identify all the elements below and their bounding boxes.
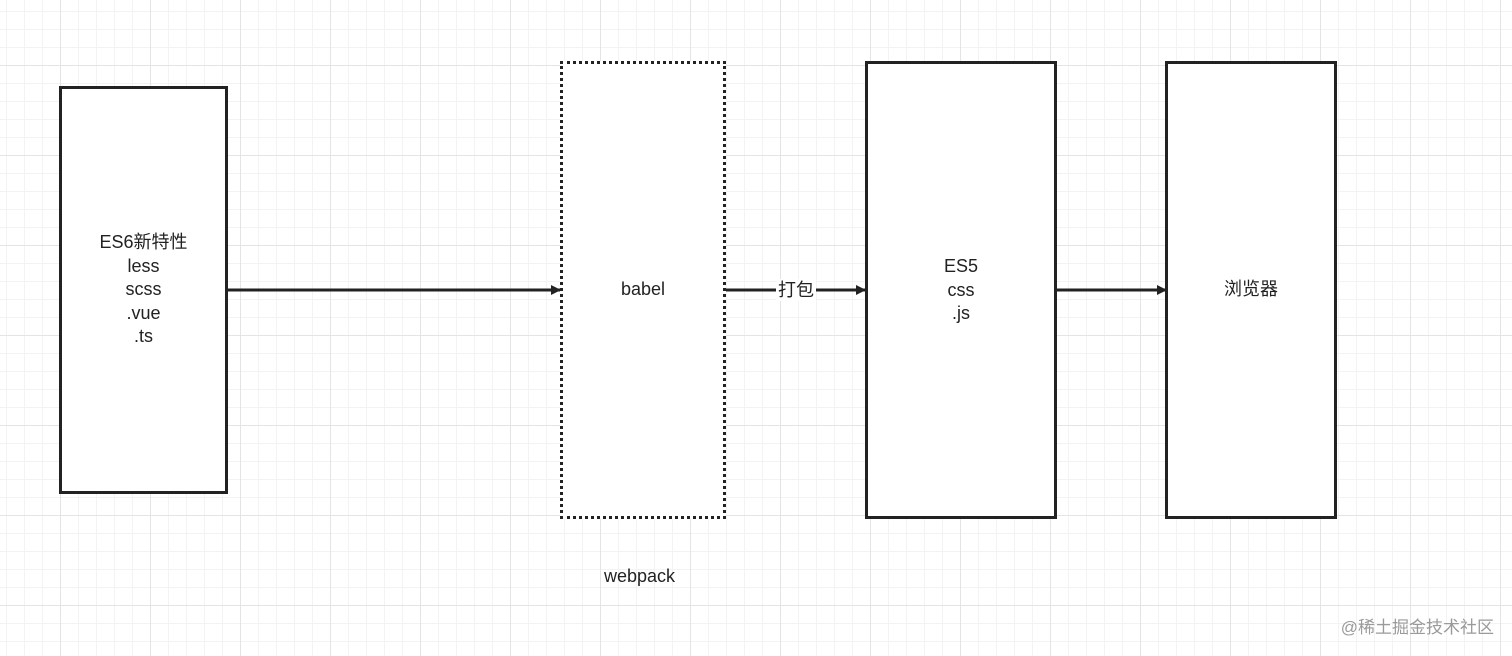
- edge-label-pack: 打包: [776, 279, 816, 301]
- source-line-0: ES6新特性: [99, 232, 188, 252]
- babel-line-0: babel: [620, 279, 666, 299]
- output-line-0: ES5: [943, 256, 979, 276]
- webpack-caption: webpack: [604, 566, 676, 586]
- output-line-2: .js: [952, 303, 970, 323]
- babel-box-label: babel: [560, 278, 726, 302]
- source-box-label: ES6新特性 less scss .vue .ts: [59, 231, 228, 349]
- browser-box-label: 浏览器: [1165, 278, 1337, 302]
- babel-box[interactable]: [560, 61, 726, 519]
- browser-box[interactable]: [1165, 61, 1337, 519]
- source-line-1: less: [127, 255, 160, 276]
- source-box[interactable]: [59, 86, 228, 494]
- browser-line-0: 浏览器: [1224, 279, 1278, 299]
- watermark: @稀土掘金技术社区: [1340, 618, 1494, 637]
- output-box-label: ES5 css .js: [865, 255, 1057, 326]
- source-line-3: .vue: [126, 302, 161, 323]
- output-box[interactable]: [865, 61, 1057, 519]
- source-line-4: .ts: [133, 326, 153, 346]
- source-line-2: scss: [125, 279, 162, 299]
- output-line-1: css: [947, 279, 975, 300]
